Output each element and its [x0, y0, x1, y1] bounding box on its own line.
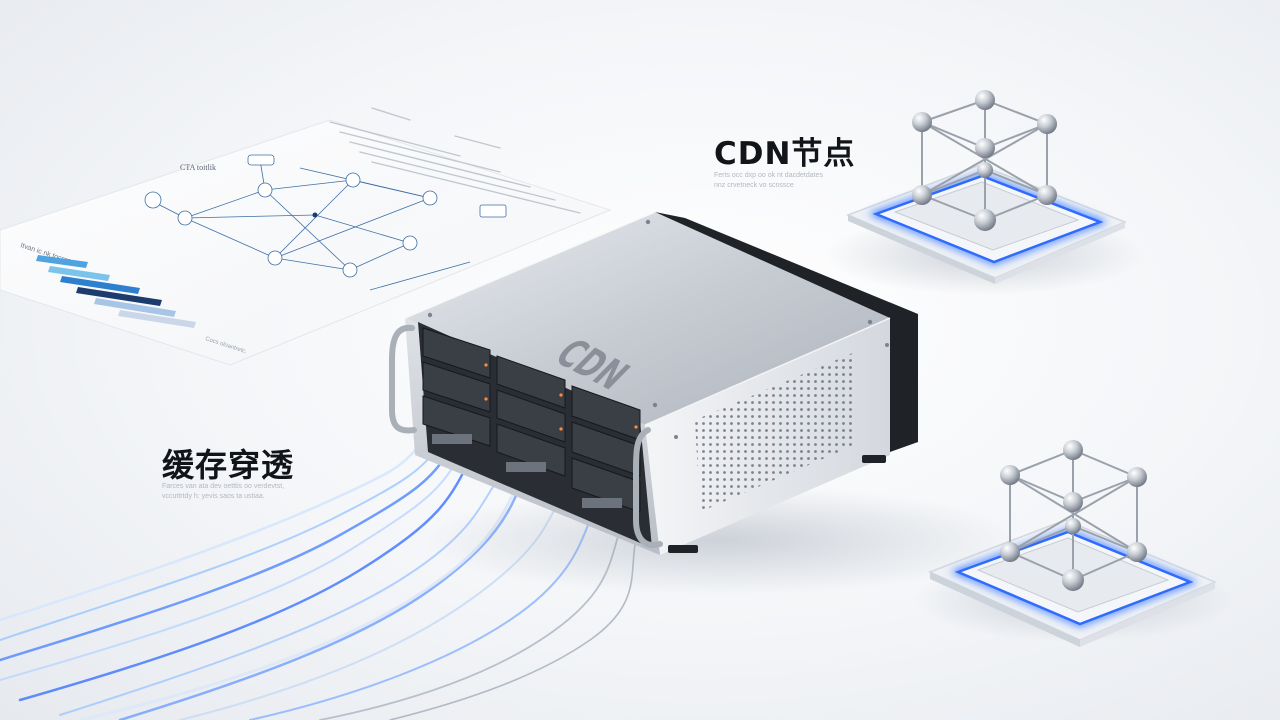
side-vent [695, 352, 855, 512]
cache-subtitle-line1: Farces van ata dev oetttis oo verdevtst, [162, 483, 285, 490]
cache-penetration-title: 缓存穿透 [162, 446, 295, 484]
left-handle [389, 324, 417, 434]
cache-penetration-subtitle: Farces van ata dev oetttis oo verdevtst,… [162, 482, 312, 502]
cdn-nodes-subtitle-line1: Ferts occ dxp oo ok nt dacdetdates [714, 172, 823, 179]
cdn-nodes-title: CDN节点 [714, 136, 856, 172]
doc-network-title: CTA toitlik [180, 163, 216, 172]
document-text-lines [329, 107, 581, 214]
cdn-nodes-subtitle-line2: nnz crvetneck vo scnssce [714, 182, 794, 189]
cdn-server: CDN [389, 211, 918, 555]
bar-chart-graphic: Itvan ic nk tocsro Cocs oloantretc. [19, 242, 247, 355]
cdn-nodes-subtitle: Ferts occ dxp oo ok nt dacdetdates nnz c… [714, 171, 864, 191]
cdn-node-top [825, 90, 1145, 295]
right-handle [633, 427, 663, 548]
drive-bays [418, 322, 652, 548]
cache-subtitle-line2: vccuttrtdy h: yevis saos ta ustiaa. [162, 493, 265, 500]
cdn-node-bottom [915, 440, 1235, 647]
network-diagram-graphic: CTA toitlik [144, 154, 507, 291]
document-panel: Itvan ic nk tocsro Cocs oloantretc. CTA … [0, 107, 612, 366]
